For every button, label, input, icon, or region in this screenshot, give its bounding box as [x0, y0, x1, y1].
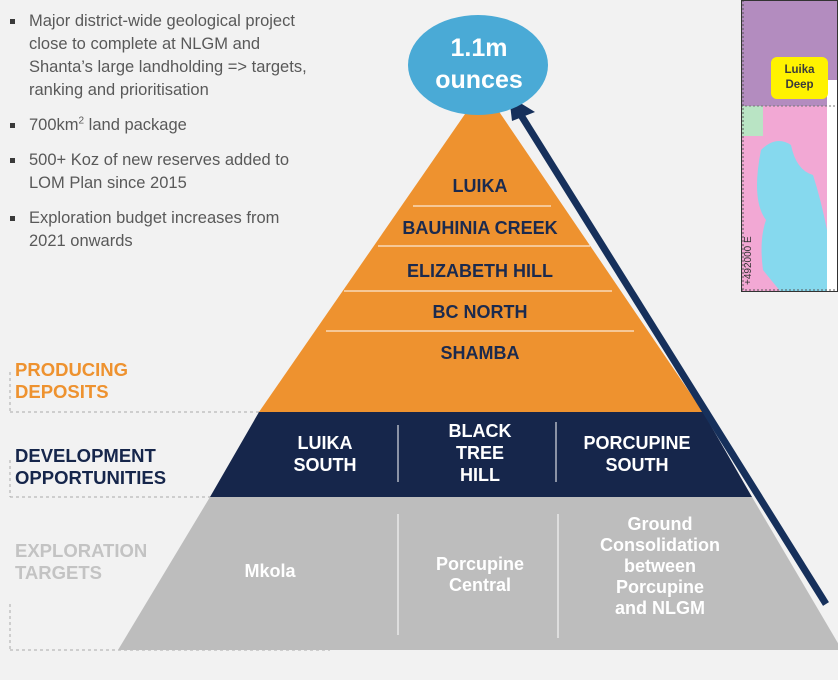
label-line: HILL	[460, 465, 500, 485]
label-line: DEVELOPMENT	[15, 445, 156, 466]
deposit-bc-north: BC NORTH	[432, 302, 528, 322]
bullet-item: Major district-wide geological project c…	[8, 10, 313, 102]
exploration-tier	[118, 497, 838, 650]
bullet-item: Exploration budget increases from 2021 o…	[8, 207, 313, 253]
label-line: Luika	[784, 64, 815, 76]
label-line: OPPORTUNITIES	[15, 467, 167, 488]
label-line: and NLGM	[615, 598, 705, 618]
target-mkola: Mkola	[210, 561, 330, 582]
label-line: TREE	[455, 443, 504, 463]
development-tier	[210, 412, 752, 497]
ounces-oval	[408, 15, 548, 115]
label-line: Porcupine	[615, 577, 704, 597]
label-line: EXPLORATION	[15, 540, 148, 561]
bullet-text: 700km	[29, 116, 79, 134]
deposit-elizabeth-hill: ELIZABETH HILL	[407, 261, 553, 281]
map-label-luika-deep: Luika Deep	[771, 57, 828, 99]
bullet-list: Major district-wide geological project c…	[8, 10, 313, 265]
label-line: PRODUCING	[15, 359, 129, 380]
label-line: BLACK	[448, 421, 512, 441]
ounces-value: 1.1m	[450, 34, 508, 62]
label-line: PORCUPINE	[583, 433, 691, 453]
opportunity-black-tree-hill: BLACK TREE HILL	[420, 420, 540, 486]
superscript: 2	[78, 115, 85, 127]
producing-deposits-label: PRODUCING DEPOSITS	[15, 359, 128, 403]
label-line: between	[623, 556, 697, 576]
geology-map-inset	[741, 0, 838, 292]
target-ground-consolidation: Ground Consolidation between Porcupine a…	[570, 514, 750, 619]
bullet-item: 700km2 land package	[8, 114, 313, 137]
label-line: Porcupine	[435, 554, 524, 574]
opportunity-porcupine-south: PORCUPINE SOUTH	[558, 432, 716, 476]
label-line: TARGETS	[15, 562, 103, 583]
bullet-text: land package	[84, 116, 187, 134]
exploration-targets-label: EXPLORATION TARGETS	[15, 540, 147, 584]
label-line: DEPOSITS	[15, 381, 109, 402]
label-line: Mkola	[244, 561, 296, 581]
development-opportunities-label: DEVELOPMENT OPPORTUNITIES	[15, 445, 166, 489]
label-line: SOUTH	[293, 455, 357, 475]
label-line: Consolidation	[600, 535, 720, 555]
label-line: Ground	[627, 514, 693, 534]
bullet-item: 500+ Koz of new reserves added to LOM Pl…	[8, 149, 313, 195]
label-line: LUIKA	[297, 433, 353, 453]
label-line: Central	[448, 575, 511, 595]
growth-arrow	[516, 110, 829, 606]
label-line: SOUTH	[605, 455, 669, 475]
deposit-shamba: SHAMBA	[440, 343, 520, 363]
label-line: Deep	[785, 79, 814, 91]
ounces-unit: ounces	[435, 66, 523, 94]
deposit-luika: LUIKA	[452, 176, 508, 196]
geology-map	[741, 0, 838, 292]
target-porcupine-central: Porcupine Central	[410, 554, 550, 596]
ounces-text: 1.1m ounces	[408, 32, 550, 96]
map-coordinate-label: +492000 E	[743, 236, 754, 285]
deposit-bauhinia-creek: BAUHINIA CREEK	[402, 218, 558, 238]
opportunity-luika-south: LUIKA SOUTH	[270, 432, 380, 476]
